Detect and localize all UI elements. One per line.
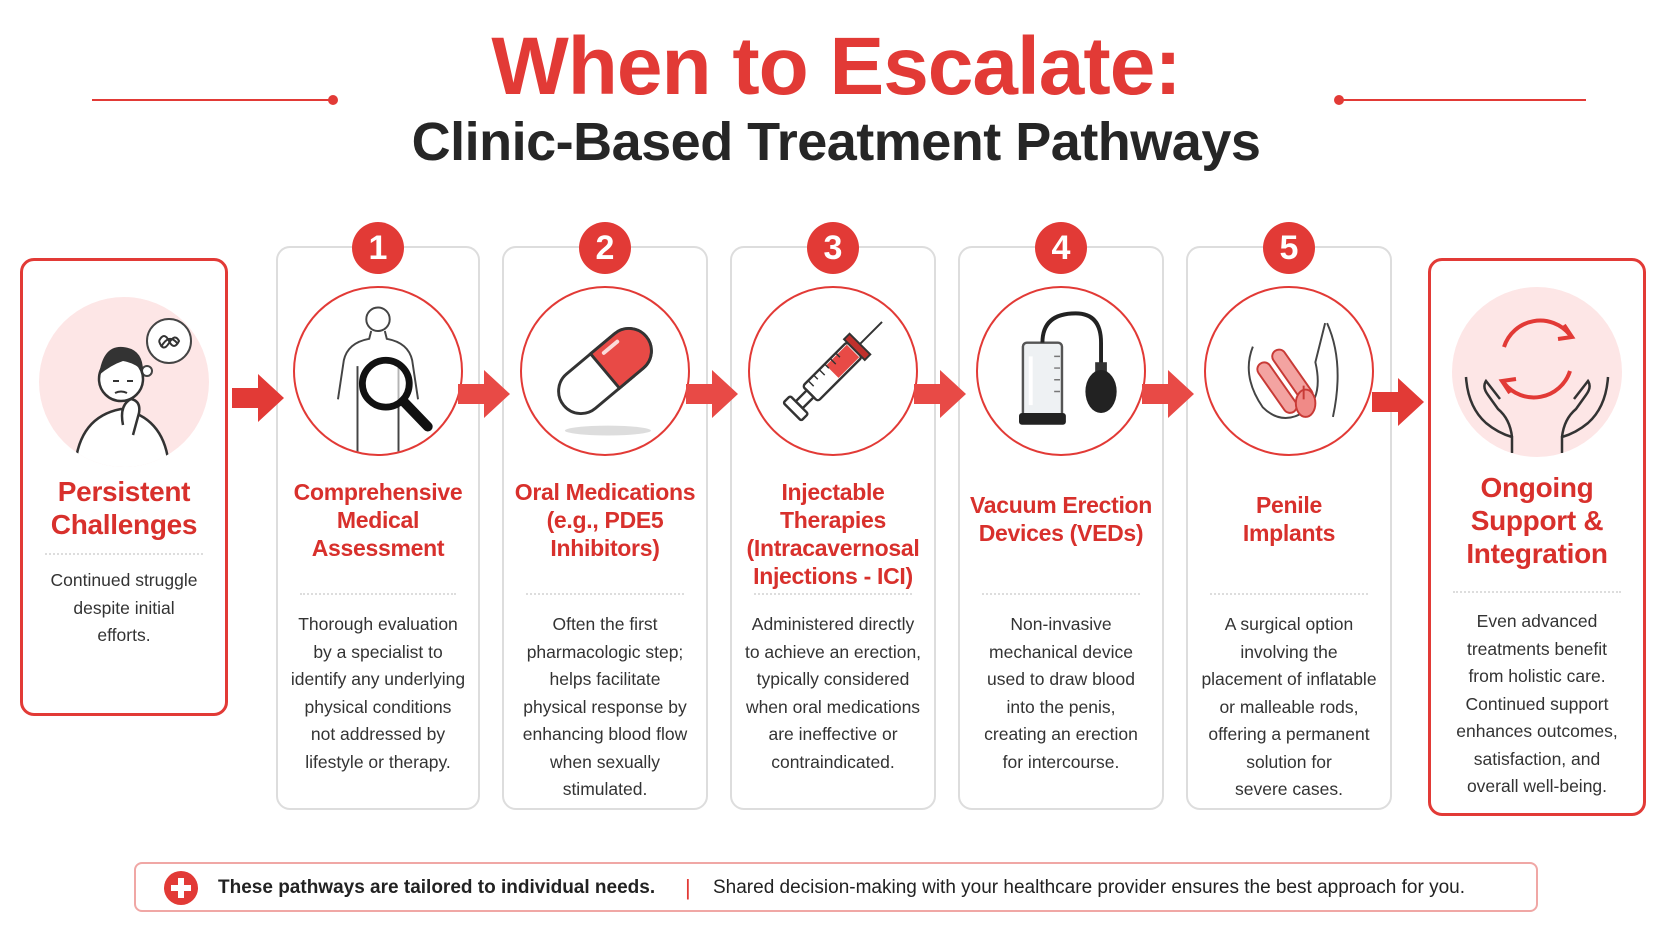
footer-note: These pathways are tailored to individua…	[134, 862, 1538, 912]
card-title: Persistent Challenges	[50, 476, 198, 540]
step-number-badge: 4	[1035, 222, 1087, 274]
step-description: Non-invasive mechanical device used to d…	[984, 614, 1138, 772]
step-title: Injectable Therapies (Intracavernosal In…	[746, 479, 920, 589]
card-description: Even advanced treatments benefit from ho…	[1456, 611, 1618, 796]
step-card-3: 3 Injectable Therapies (Intracavernosal …	[730, 222, 936, 810]
step-number-badge: 2	[579, 222, 631, 274]
step-number-badge: 1	[352, 222, 404, 274]
arrow-right-icon	[1142, 370, 1194, 418]
step-title: Oral Medications (e.g., PDE5 Inhibitors)	[514, 479, 696, 561]
body-magnifier-icon	[293, 286, 463, 456]
step-number-badge: 3	[807, 222, 859, 274]
syringe-icon	[748, 286, 918, 456]
implant-anatomy-icon	[1204, 286, 1374, 456]
step-number-badge: 5	[1263, 222, 1315, 274]
step-description: Administered directly to achieve an erec…	[744, 614, 922, 772]
arrow-right-icon	[458, 370, 510, 418]
divider	[45, 553, 203, 555]
step-description: Often the first pharmacologic step; help…	[522, 614, 688, 799]
card-title: Ongoing Support & Integration	[1466, 472, 1608, 569]
divider	[982, 593, 1140, 595]
divider	[754, 593, 912, 595]
step-title: Vacuum Erection Devices (VEDs)	[969, 492, 1153, 546]
footer-separator: |	[685, 875, 691, 900]
step-title: Comprehensive Medical Assessment	[293, 479, 463, 561]
pill-capsule-icon	[520, 286, 690, 456]
hands-cycle-icon	[1452, 287, 1622, 457]
card-persistent-challenges: Persistent Challenges Continued struggle…	[20, 258, 228, 716]
title-decoration-right-line	[1340, 99, 1586, 101]
card-description: Continued struggle despite initial effor…	[50, 570, 198, 645]
title-decoration-left-dot	[328, 95, 338, 105]
step-card-5: 5 Penile Implants A surgical option invo…	[1186, 222, 1392, 810]
title-decoration-left-line	[92, 99, 332, 101]
medical-cross-icon	[164, 871, 198, 905]
divider	[300, 593, 456, 595]
arrow-right-icon	[686, 370, 738, 418]
step-card-4: 4 Vacuum Erection Devices (VEDs) Non-inv…	[958, 222, 1164, 810]
step-description: A surgical option involving the placemen…	[1201, 614, 1377, 799]
arrow-right-icon	[232, 374, 284, 422]
divider	[1453, 591, 1621, 593]
vacuum-pump-icon	[976, 286, 1146, 456]
page-subtitle: Clinic-Based Treatment Pathways	[411, 112, 1261, 172]
title-decoration-right-dot	[1334, 95, 1344, 105]
footer-text: Shared decision-making with your healthc…	[713, 877, 1465, 898]
step-card-2: 2 Oral Medications (e.g., PDE5 Inhibitor…	[502, 222, 708, 810]
footer-bold-text: These pathways are tailored to individua…	[218, 877, 656, 898]
step-card-1: 1 Comprehensive Medical Assessment Thoro…	[276, 222, 480, 810]
page-title: When to Escalate:	[491, 21, 1181, 112]
thinking-person-icon	[39, 297, 209, 467]
step-description: Thorough evaluation by a specialist to i…	[290, 614, 466, 772]
step-title: Penile Implants	[1242, 492, 1336, 546]
divider	[1210, 593, 1368, 595]
divider	[526, 593, 684, 595]
card-ongoing-support: Ongoing Support & Integration Even advan…	[1428, 258, 1646, 816]
arrow-right-icon	[914, 370, 966, 418]
arrow-right-icon	[1372, 378, 1424, 426]
